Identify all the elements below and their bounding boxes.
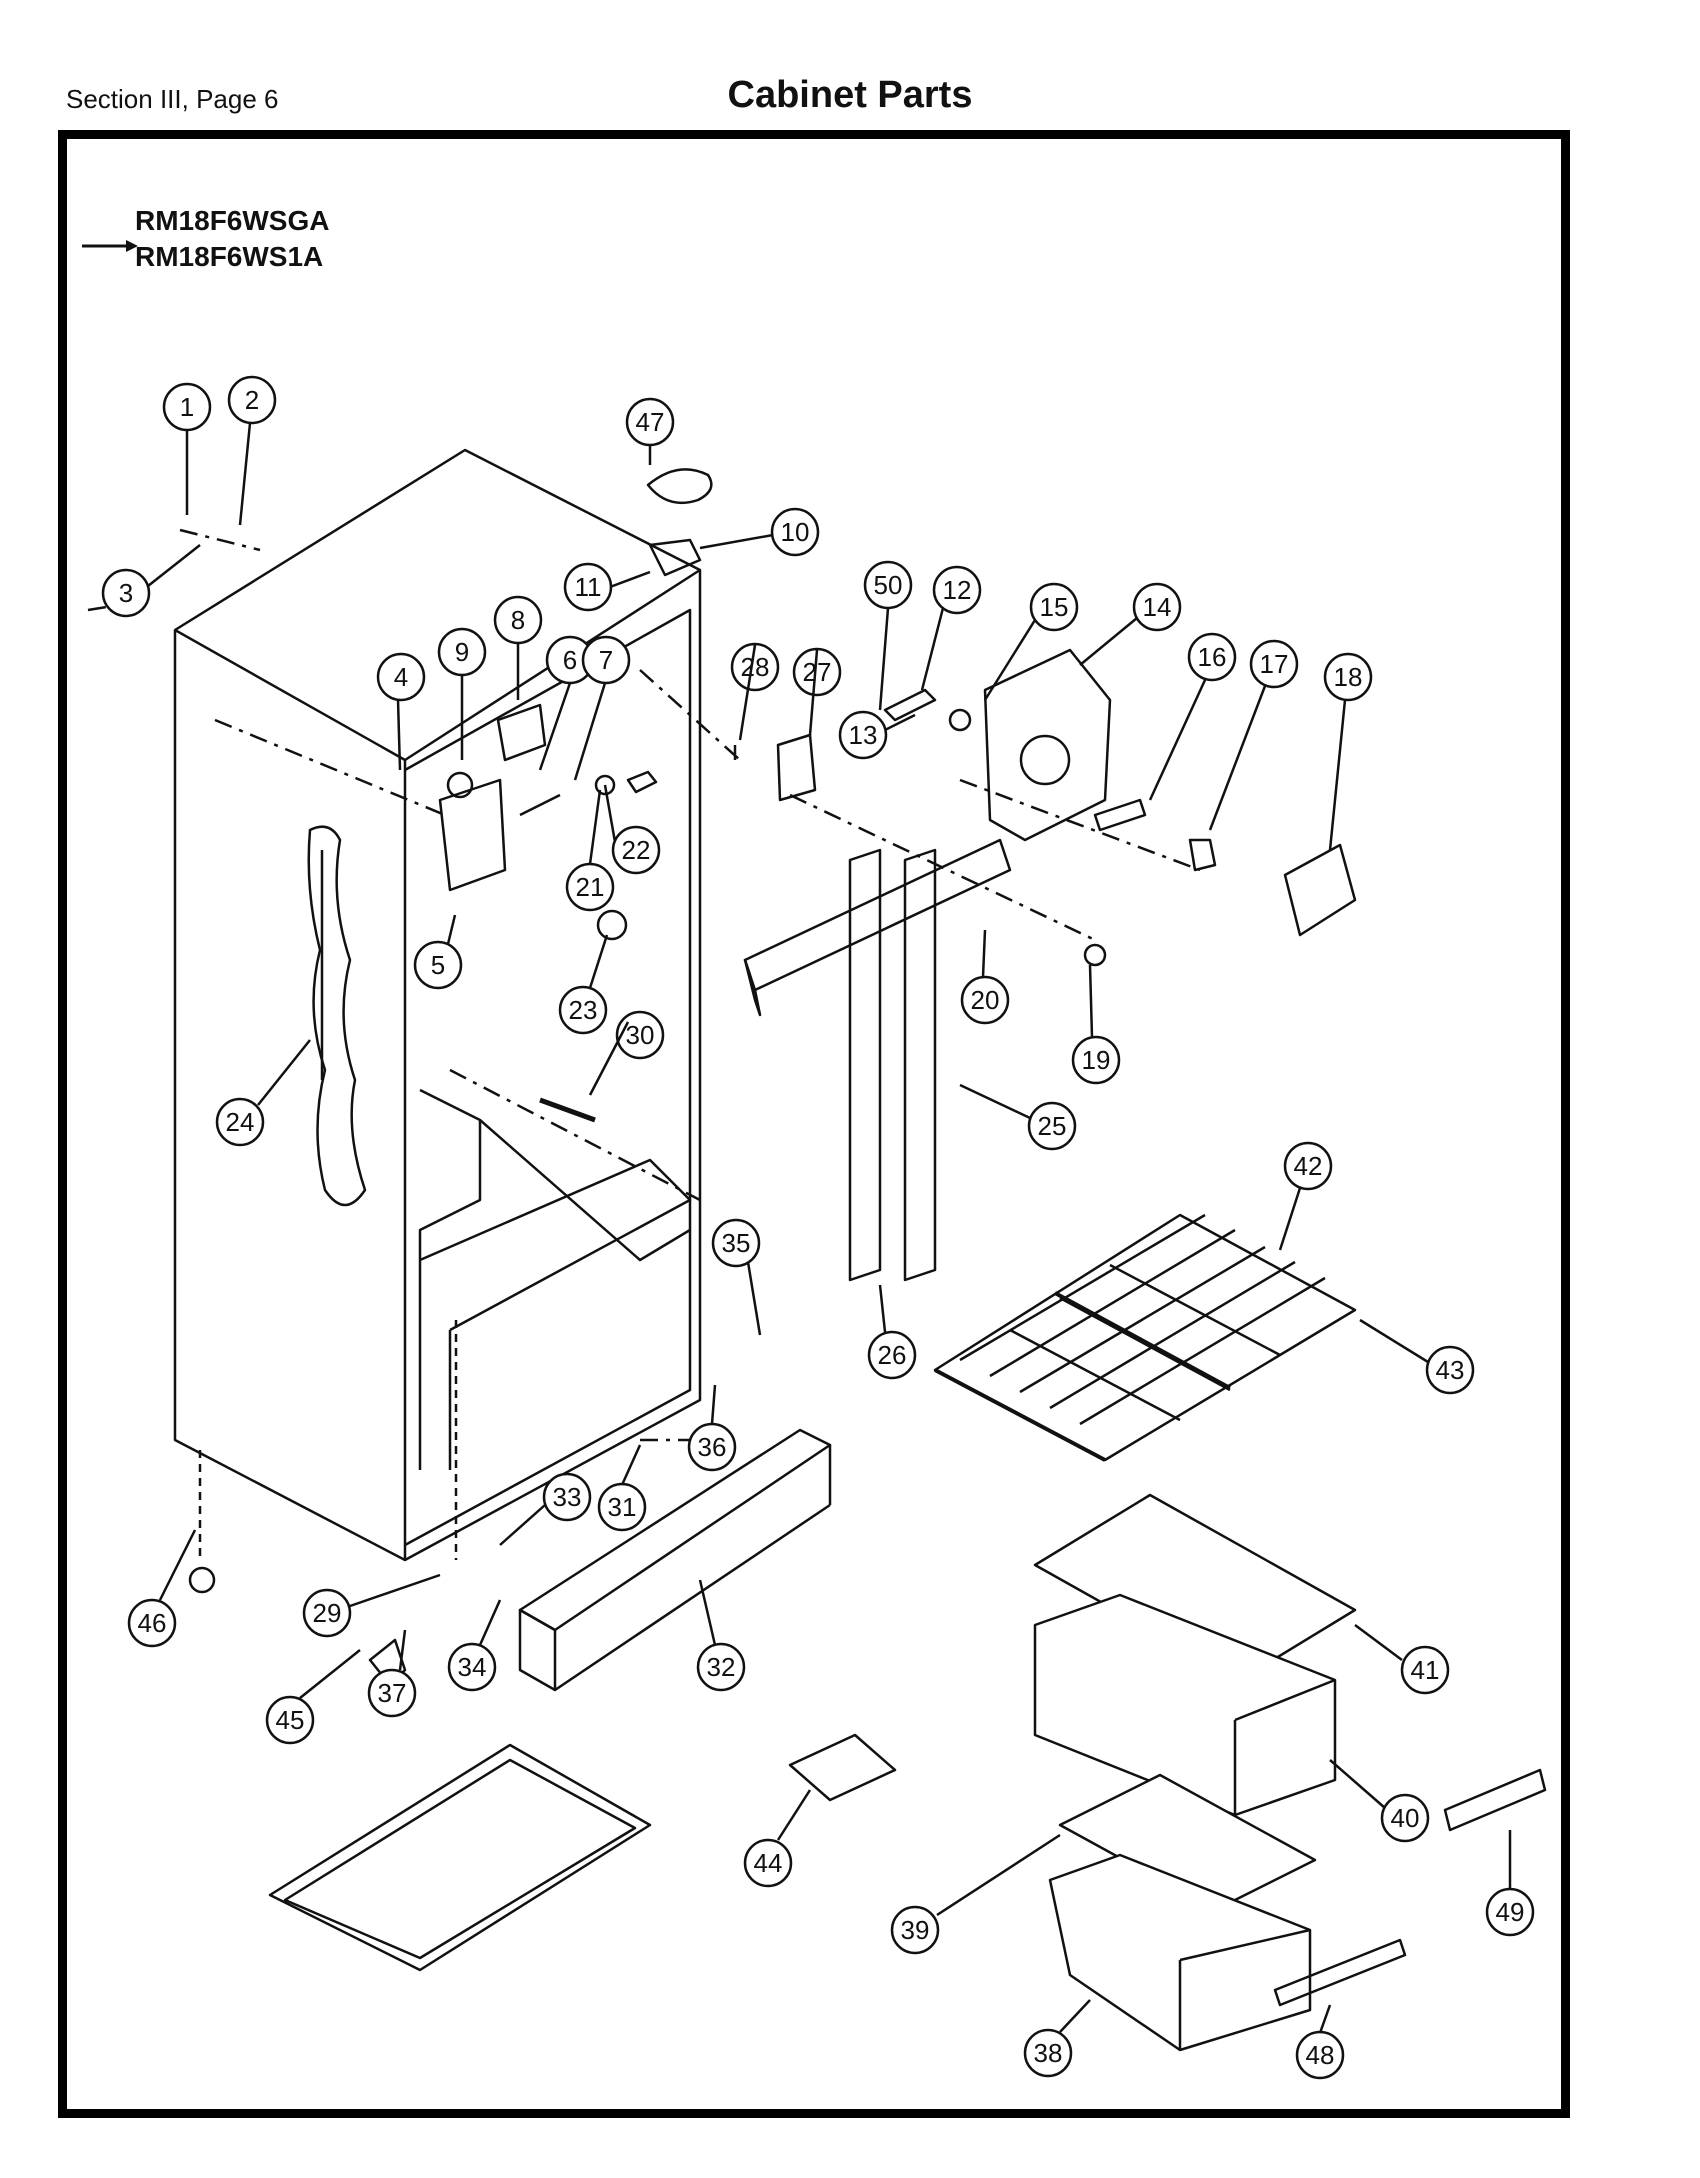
roller xyxy=(188,1566,216,1594)
callout-label: 22 xyxy=(621,835,651,865)
callout-label: 39 xyxy=(900,1915,930,1945)
callout-label: 6 xyxy=(562,645,578,675)
fan-shroud xyxy=(983,648,1112,842)
model-list: RM18F6WSGA RM18F6WS1A xyxy=(135,203,329,275)
callout-label: 2 xyxy=(244,385,260,415)
section-label: Section III, Page 6 xyxy=(66,84,279,114)
callout-label: 16 xyxy=(1197,642,1227,672)
callout-label: 48 xyxy=(1305,2040,1335,2070)
diagram-frame xyxy=(58,130,1570,2118)
callout-label: 29 xyxy=(312,1598,342,1628)
callout-label: 4 xyxy=(393,662,409,692)
control-bracket xyxy=(438,778,507,892)
callout-label: 7 xyxy=(598,645,614,675)
mullion-bar xyxy=(743,838,1012,992)
callout-label: 38 xyxy=(1033,2038,1063,2068)
callout-label: 44 xyxy=(753,1848,783,1878)
callout-label: 14 xyxy=(1142,592,1172,622)
callout-label: 11 xyxy=(574,572,602,602)
callout-label: 43 xyxy=(1435,1355,1465,1385)
drip-tray xyxy=(268,1743,652,1972)
wire-shelf xyxy=(933,1213,1357,1462)
callout-label: 26 xyxy=(877,1340,907,1370)
callout-label: 35 xyxy=(721,1228,751,1258)
callout-label: 46 xyxy=(137,1608,167,1638)
page-title: Cabinet Parts xyxy=(727,74,973,116)
callout-label: 28 xyxy=(740,652,770,682)
callout-label: 30 xyxy=(625,1020,655,1050)
divider-rail xyxy=(848,848,882,1282)
callout-label: 10 xyxy=(780,517,810,547)
ice-tray xyxy=(788,1733,897,1802)
callout-label: 23 xyxy=(568,995,598,1025)
cabinet-body xyxy=(173,448,702,1562)
callout-label: 24 xyxy=(225,1107,255,1137)
callout-label: 33 xyxy=(552,1482,582,1512)
model-number: RM18F6WS1A xyxy=(135,241,324,272)
callout-label: 18 xyxy=(1333,662,1363,692)
control-box xyxy=(496,703,547,762)
lower-crisper-drawer xyxy=(1048,1853,1312,2052)
callout-label: 32 xyxy=(706,1652,736,1682)
callout-label: 17 xyxy=(1259,649,1289,679)
callout-label: 47 xyxy=(635,407,665,437)
callout-label: 8 xyxy=(510,605,526,635)
model-arrow-icon xyxy=(82,240,138,252)
callout-label: 20 xyxy=(970,985,1000,1015)
callout-label: 21 xyxy=(575,872,605,902)
callout-label: 12 xyxy=(942,575,972,605)
callout-label: 15 xyxy=(1039,592,1069,622)
callout-label: 19 xyxy=(1081,1045,1111,1075)
callout-label: 41 xyxy=(1410,1655,1440,1685)
callout-label: 37 xyxy=(377,1678,407,1708)
callout-label: 1 xyxy=(179,392,195,422)
callout-label: 40 xyxy=(1390,1803,1420,1833)
top-hinge xyxy=(648,538,702,577)
callout-label: 49 xyxy=(1495,1897,1525,1927)
callout-label: 27 xyxy=(802,657,832,687)
callout-label: 31 xyxy=(607,1492,637,1522)
callout-label: 9 xyxy=(454,637,470,667)
callout-label: 45 xyxy=(275,1705,305,1735)
callout-label: 36 xyxy=(697,1432,727,1462)
vent-cover xyxy=(1283,843,1357,937)
callout-label: 13 xyxy=(848,720,878,750)
hinge-cover xyxy=(646,468,713,505)
callout-label: 34 xyxy=(457,1652,487,1682)
callout-label: 50 xyxy=(873,570,903,600)
crisper-drawer xyxy=(1033,1593,1337,1817)
callout-label: 3 xyxy=(118,578,134,608)
callout-label: 42 xyxy=(1293,1151,1323,1181)
model-number: RM18F6WSGA xyxy=(135,205,330,236)
callout-label: 5 xyxy=(430,950,446,980)
callout-label: 25 xyxy=(1037,1111,1067,1141)
